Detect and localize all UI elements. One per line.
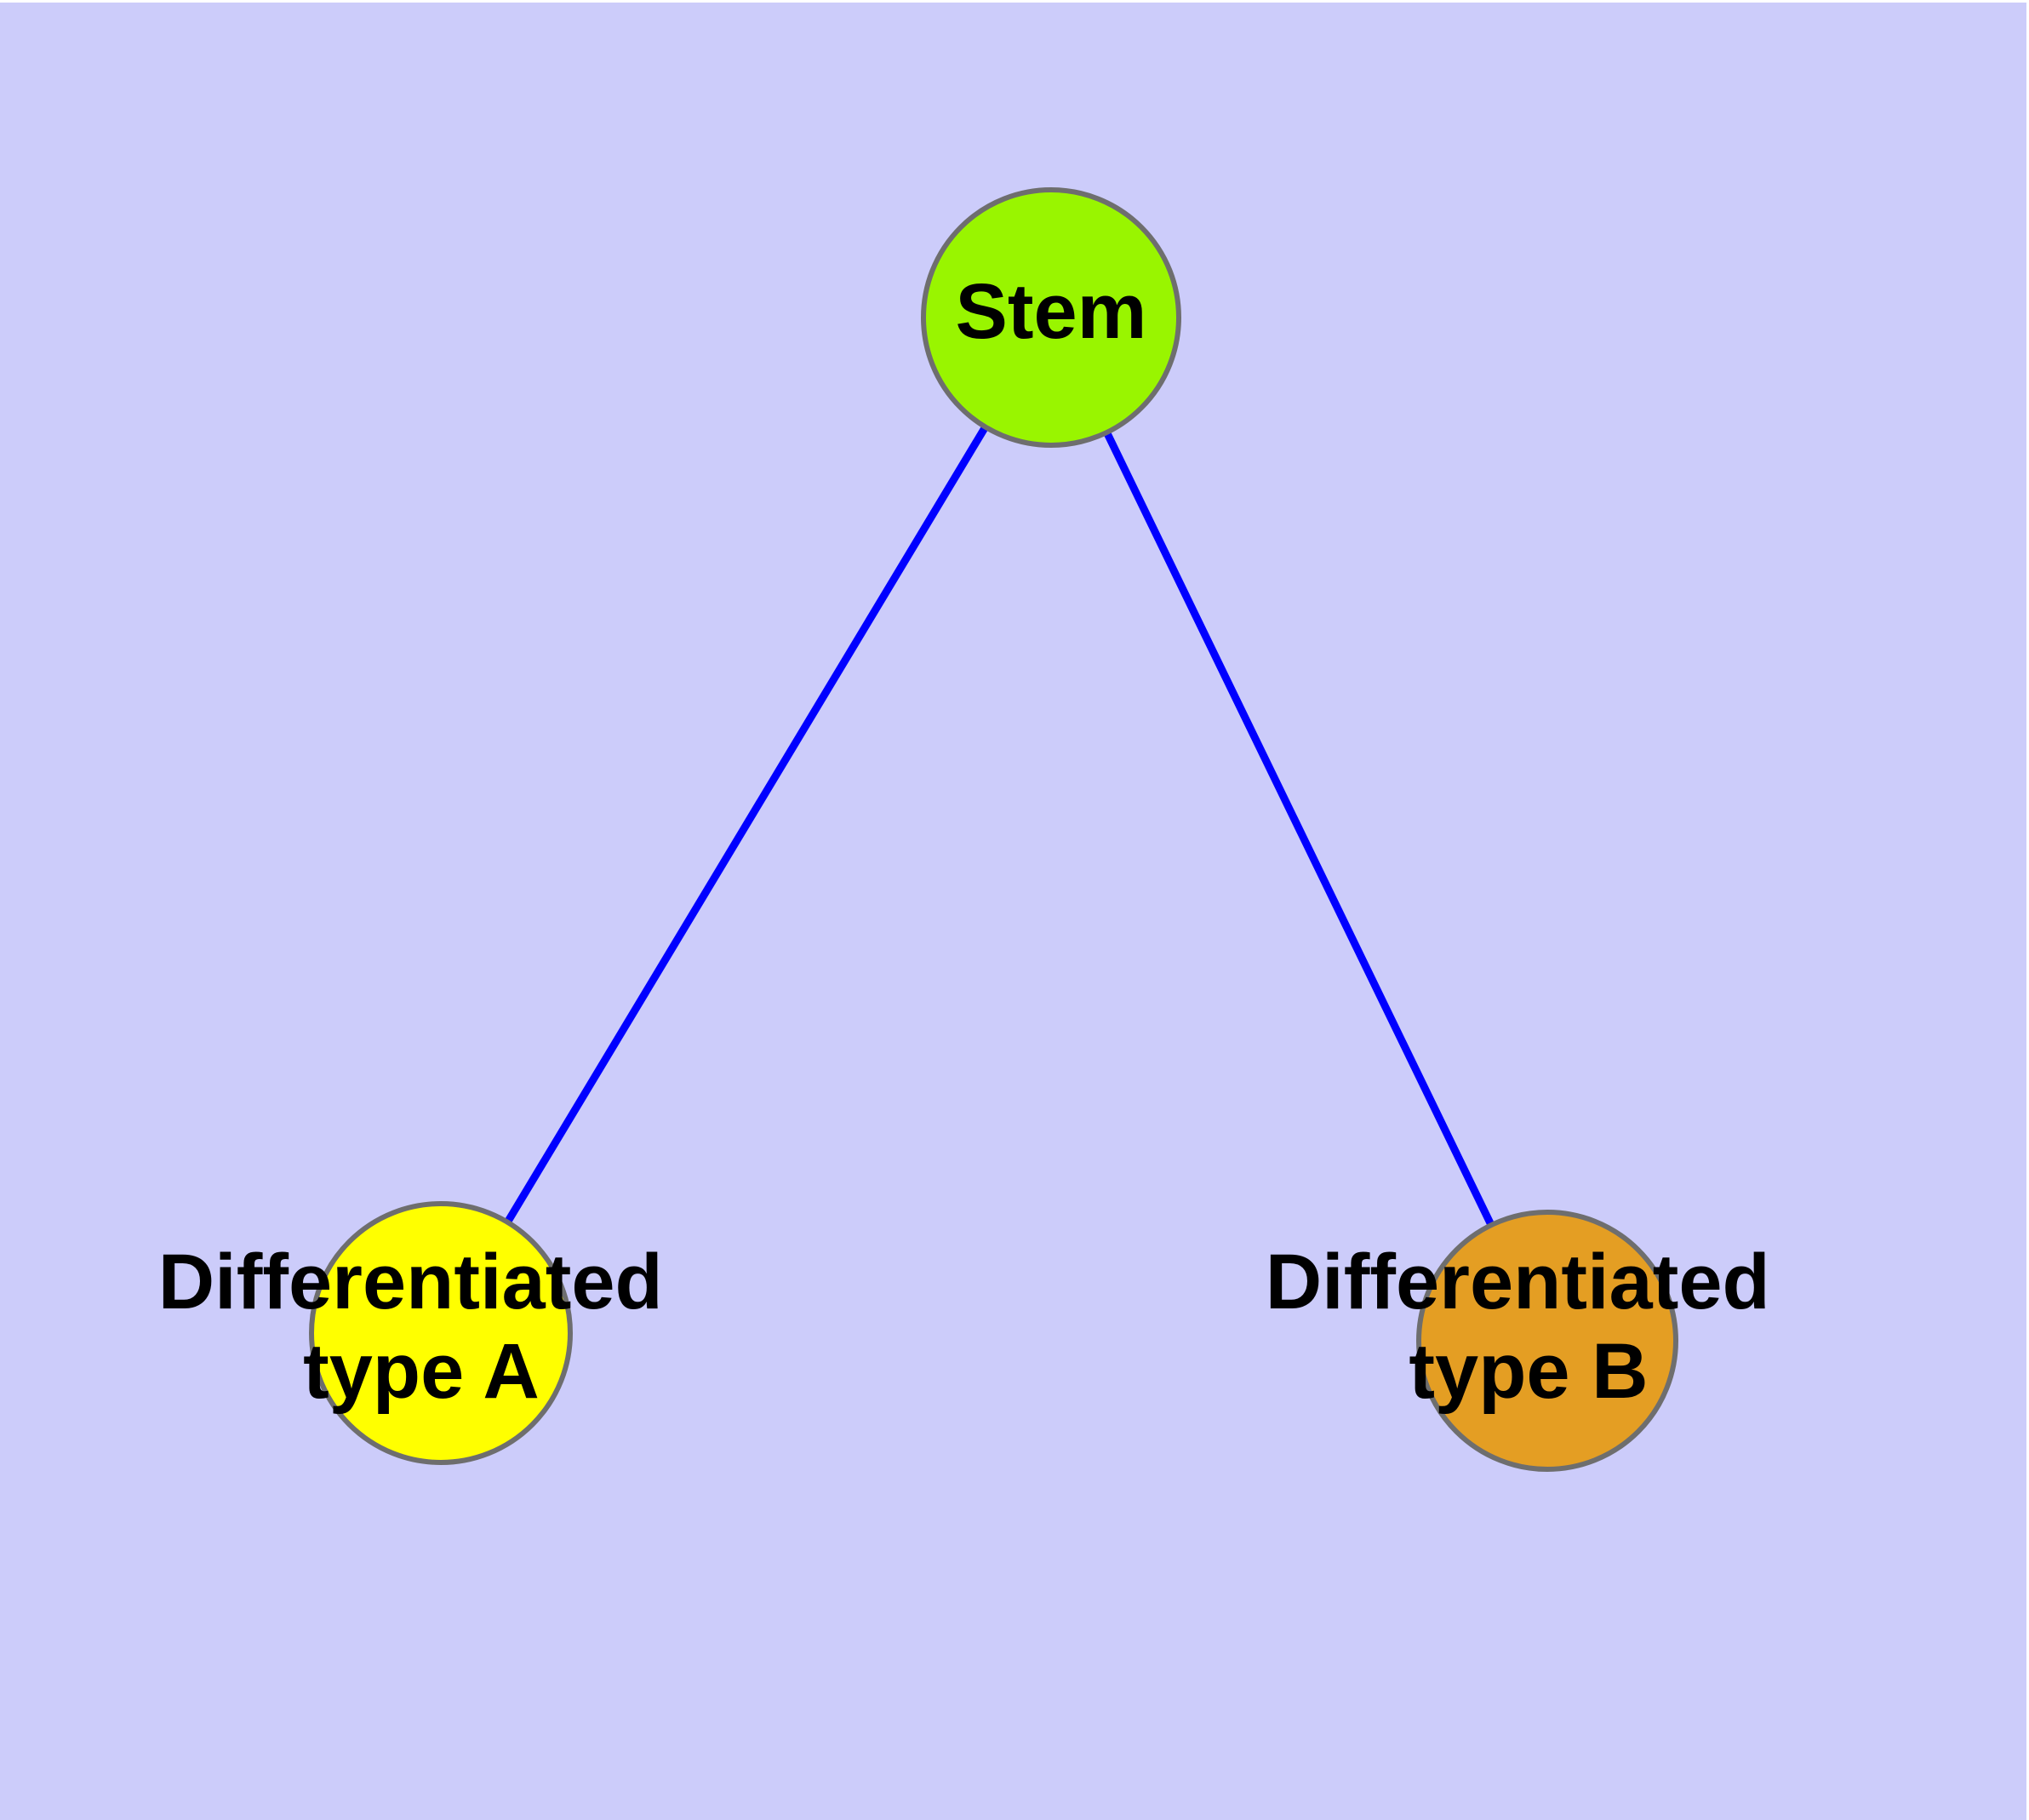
node-stem-label-line-1: Stem	[956, 268, 1147, 355]
node-layer: Stem Differentiated type A Differentiate…	[158, 187, 1792, 1472]
node-differentiated-type-b-label: Differentiated type B	[1266, 1239, 1792, 1415]
edge-stem-to-differentiated-type-b[interactable]	[1047, 316, 1552, 1342]
node-differentiated-type-a-label: Differentiated type A	[158, 1239, 685, 1415]
node-differentiated-type-a-label-line-1: Differentiated	[158, 1239, 663, 1325]
node-differentiated-type-a[interactable]: Differentiated type A	[158, 1201, 685, 1465]
edge-stem-to-differentiated-type-a[interactable]	[437, 315, 1055, 1336]
node-differentiated-type-b-label-line-2: type B	[1409, 1328, 1648, 1415]
node-stem[interactable]: Stem	[921, 187, 1181, 448]
node-differentiated-type-b[interactable]: Differentiated type B	[1266, 1210, 1792, 1472]
node-differentiated-type-b-label-line-1: Differentiated	[1266, 1239, 1770, 1325]
edge-layer	[437, 315, 1552, 1342]
node-stem-label: Stem	[956, 268, 1147, 355]
node-differentiated-type-b-circle[interactable]	[1416, 1210, 1678, 1472]
node-differentiated-type-a-circle[interactable]	[309, 1201, 573, 1465]
node-differentiated-type-a-label-line-2: type A	[303, 1328, 540, 1415]
node-stem-circle[interactable]	[921, 187, 1181, 448]
